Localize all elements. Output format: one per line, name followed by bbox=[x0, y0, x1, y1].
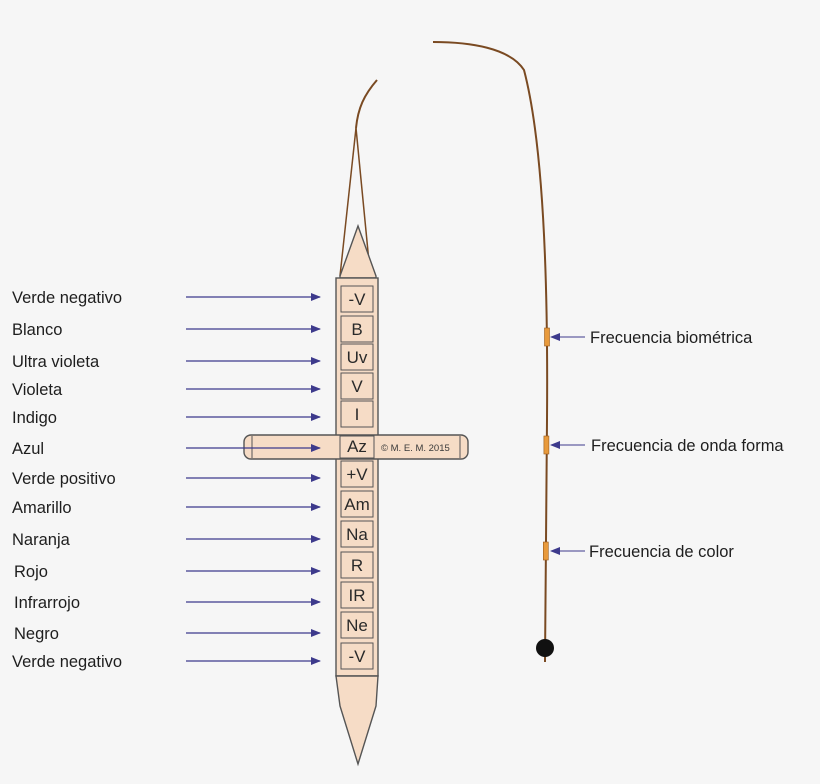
rod-cell-box bbox=[340, 520, 374, 548]
rod-cell-box bbox=[340, 315, 374, 343]
rod-cell-label: R bbox=[351, 556, 363, 575]
frequency-marker bbox=[542, 541, 549, 561]
rod-cell-label: Uv bbox=[347, 348, 368, 367]
right-cord bbox=[432, 41, 549, 663]
frequency-label: Frecuencia biométrica bbox=[590, 329, 753, 347]
color-label: Blanco bbox=[12, 321, 62, 339]
rod-cell-label: B bbox=[351, 320, 362, 339]
color-label: Verde negativo bbox=[12, 289, 122, 307]
rod-cell-label: V bbox=[351, 377, 363, 396]
rod-bottom-cone bbox=[335, 675, 379, 767]
rod-cell-label: -V bbox=[349, 647, 367, 666]
color-label: Indigo bbox=[12, 409, 57, 427]
frequency-marker bbox=[544, 327, 550, 347]
rod-cell-label: Na bbox=[346, 525, 368, 544]
color-label: Verde positivo bbox=[12, 470, 116, 488]
rod-cell-box bbox=[340, 460, 374, 488]
rod-cell-box bbox=[340, 642, 374, 670]
color-label: Azul bbox=[12, 440, 44, 458]
rod-cell-box bbox=[340, 285, 374, 313]
rod-cell-box bbox=[340, 343, 374, 371]
color-label: Negro bbox=[14, 625, 59, 643]
rod-cell-box bbox=[340, 551, 374, 579]
color-label: Infrarrojo bbox=[14, 594, 80, 612]
crossbar-cell bbox=[339, 435, 375, 459]
rod-cell-label: I bbox=[355, 405, 360, 424]
rod-cell-az: Az bbox=[347, 437, 367, 456]
rod-top-cone bbox=[339, 223, 377, 279]
copyright-text: © M. E. M. 2015 bbox=[381, 443, 450, 454]
rod-cell-label: +V bbox=[346, 465, 368, 484]
frequency-label: Frecuencia de onda forma bbox=[591, 437, 784, 455]
color-label: Naranja bbox=[12, 531, 71, 549]
color-label: Violeta bbox=[12, 381, 63, 399]
rod-cell-label: Am bbox=[344, 495, 370, 514]
left-cord-string-b bbox=[355, 127, 370, 263]
color-label: Amarillo bbox=[12, 499, 72, 517]
rod-cell-label: -V bbox=[349, 290, 367, 309]
color-label: Verde negativo bbox=[12, 653, 122, 671]
left-cord-string-a bbox=[339, 127, 357, 277]
rod-cell-box bbox=[340, 581, 374, 609]
rod-cell-label: IR bbox=[349, 586, 366, 605]
frequency-label: Frecuencia de color bbox=[589, 543, 734, 561]
frequency-marker bbox=[543, 435, 550, 455]
rod-cell-box bbox=[340, 490, 374, 518]
color-label: Rojo bbox=[14, 563, 48, 581]
rod-cell-box bbox=[340, 400, 374, 428]
color-label: Ultra violeta bbox=[12, 353, 100, 371]
rod-cell-box bbox=[340, 611, 374, 639]
rod-cell-label: Ne bbox=[346, 616, 368, 635]
rod-cell-box bbox=[340, 372, 374, 400]
left-cord-hook bbox=[355, 79, 378, 129]
pendulum-bob bbox=[536, 639, 554, 657]
